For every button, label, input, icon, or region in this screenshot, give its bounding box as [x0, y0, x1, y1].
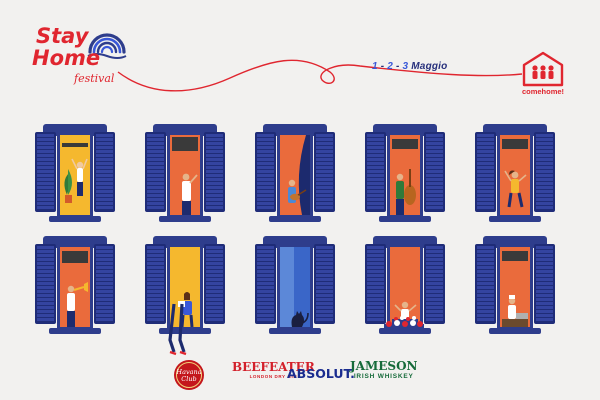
window-interior: [280, 135, 310, 215]
window-interior: [390, 135, 420, 215]
house-icon: [522, 51, 564, 87]
beefeater-logo: BEEFEATER LONDON DRY GIN: [232, 360, 315, 390]
dancing-woman-scene: [500, 135, 530, 215]
festival-dates: 1 - 2 - 3 Maggio: [372, 61, 447, 72]
havana-club-logo: Havana Club: [172, 358, 206, 392]
beefeater-tagline: LONDON DRY GIN: [249, 374, 298, 379]
cat-scene: [280, 247, 310, 327]
cello-player-scene: [390, 135, 420, 215]
window-interior: [500, 135, 530, 215]
window-interior: [170, 247, 200, 327]
jameson-name: JAMESON: [350, 359, 418, 373]
sitting-woman-legs-decoration: [168, 303, 187, 356]
date-day-2: 2: [387, 61, 394, 72]
logo-stay: Stay: [36, 24, 89, 48]
waving-man-scene: [170, 135, 200, 215]
svg-text:Club: Club: [181, 375, 196, 383]
stay-home-festival-logo: Stay Home festival: [30, 22, 140, 96]
absolut-logo: ABSOLUT.: [287, 366, 355, 381]
jameson-logo: JAMESON IRISH WHISKEY: [350, 359, 418, 389]
window-interior: [170, 135, 200, 215]
sun-icon: [87, 33, 127, 59]
window-interior: [60, 135, 90, 215]
comehome-label: comehome!: [521, 87, 565, 96]
window-interior: [280, 247, 310, 327]
trumpet-player-scene: [60, 247, 90, 327]
logo-festival: festival: [74, 72, 115, 85]
beefeater-name: BEEFEATER: [232, 360, 315, 374]
window-interior: [500, 247, 530, 327]
jameson-tagline: IRISH WHISKEY: [353, 373, 414, 380]
window-interior: [60, 247, 90, 327]
logo-home: Home: [32, 46, 101, 70]
plant-dancer-scene: [60, 135, 90, 215]
date-sep-1: -: [377, 61, 388, 72]
svg-text:Havana: Havana: [175, 368, 201, 376]
date-month: Maggio: [408, 61, 448, 72]
reading-woman-scene: [170, 247, 200, 327]
date-day-1: 1: [372, 61, 378, 72]
cook-scene: [500, 247, 530, 327]
havana-club-seal-icon: Havana Club: [174, 360, 204, 390]
waving-woman-scene: [390, 247, 420, 327]
window-interior: [390, 247, 420, 327]
date-day-3: 3: [402, 61, 409, 72]
date-sep-2: -: [393, 61, 403, 72]
wave-line-decoration: [117, 59, 523, 92]
flower-box-decoration: [384, 320, 424, 333]
guitar-player-scene: [280, 135, 310, 215]
comehome-logo: comehome!: [518, 49, 568, 99]
